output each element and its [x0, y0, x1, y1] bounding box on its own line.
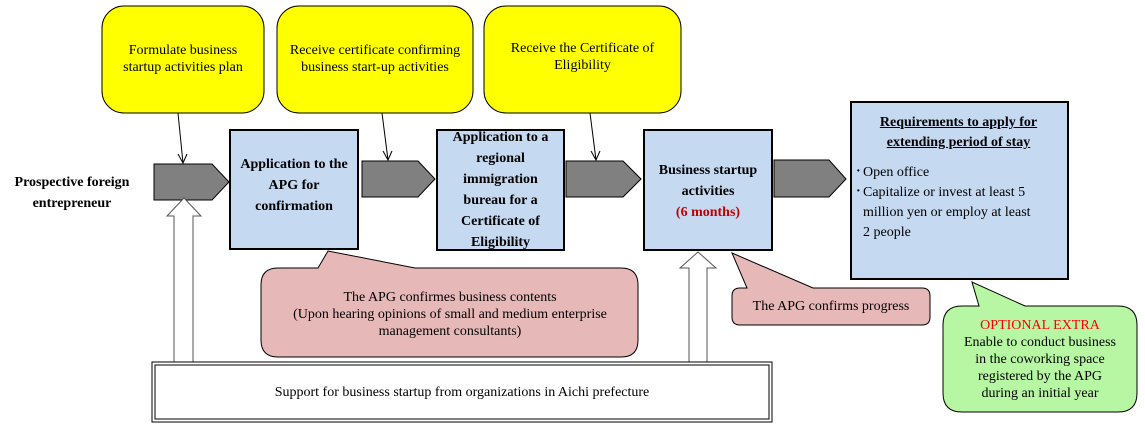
support-bar: Support for business startup from organi…	[158, 368, 766, 416]
step-immigration-application-shape	[436, 129, 565, 251]
requirement-item: Capitalize or invest at least 5 million …	[856, 182, 1033, 243]
callout-receive-coe: Receive the Certificate of Eligibility	[495, 36, 670, 78]
support-up-arrow-2	[678, 251, 718, 364]
requirements-list: Open office Capitalize or invest at leas…	[856, 162, 1061, 243]
flow-arrow-2	[361, 160, 436, 198]
pointer-arrow-receive-cert	[381, 112, 393, 162]
support-bar-shape	[151, 361, 773, 423]
step-startup-activities-shape	[643, 129, 773, 251]
callout-formulate-shape	[101, 5, 265, 114]
callout-apg-progress-text: The APG confirms progress	[752, 299, 910, 314]
callout-receive-coe-shape	[483, 5, 682, 114]
flow-arrow-4	[773, 159, 847, 198]
optional-title: OPTIONAL EXTRA	[980, 317, 1100, 333]
startup-duration-note: (6 months)	[675, 204, 741, 220]
callout-apg-progress: The APG confirms progress	[734, 290, 928, 323]
support-bar-inner-border	[154, 364, 770, 420]
flow-arrow-1	[153, 163, 230, 201]
step-apg-application: Application to the APG for confirmation	[234, 150, 354, 220]
callout-optional: OPTIONAL EXTRA Enable to conduct busines…	[948, 316, 1132, 402]
optional-text: Enable to conduct business in the cowork…	[963, 334, 1117, 401]
step-immigration-application: Application to a regional immigration bu…	[441, 130, 560, 250]
callout-receive-coe-text: Receive the Certificate of Eligibility	[510, 41, 655, 73]
step-immigration-application-text: Application to a regional immigration bu…	[452, 130, 549, 250]
step-apg-application-text: Application to the APG for confirmation	[240, 156, 348, 214]
callout-apg-contents-line1: The APG confirmes business contents	[343, 289, 557, 305]
flow-arrow-3	[565, 160, 642, 198]
callout-formulate-text: Formulate business startup activities pl…	[123, 43, 243, 75]
actor-label: Prospective foreign entrepreneur	[14, 175, 130, 211]
step-startup-activities-text: Business startup activities	[658, 162, 758, 199]
step-apg-application-shape	[229, 129, 359, 250]
pointer-arrow-receive-coe	[589, 112, 601, 162]
requirement-item: Open office	[856, 162, 1061, 183]
callout-receive-cert: Receive certificate confirming business …	[287, 30, 463, 88]
callout-optional-shape	[942, 281, 1138, 413]
support-up-arrow-1	[165, 197, 203, 364]
callout-receive-cert-shape	[276, 5, 474, 114]
callout-apg-contents-line2: (Upon hearing opinions of small and medi…	[293, 306, 607, 339]
callout-receive-cert-text: Receive certificate confirming business …	[289, 43, 461, 75]
callout-apg-progress-shape	[731, 252, 931, 326]
step-startup-activities: Business startup activities (6 months)	[648, 160, 768, 222]
pointer-arrow-formulate	[177, 112, 188, 165]
callout-apg-contents: The APG confirmes business contents (Upo…	[270, 288, 630, 340]
requirements-box: Requirements to apply for extending peri…	[856, 113, 1061, 243]
support-bar-text: Support for business startup from organi…	[274, 384, 650, 400]
requirements-title: Requirements to apply for extending peri…	[879, 115, 1038, 150]
callout-apg-contents-shape	[260, 250, 639, 358]
callout-formulate: Formulate business startup activities pl…	[108, 34, 258, 84]
